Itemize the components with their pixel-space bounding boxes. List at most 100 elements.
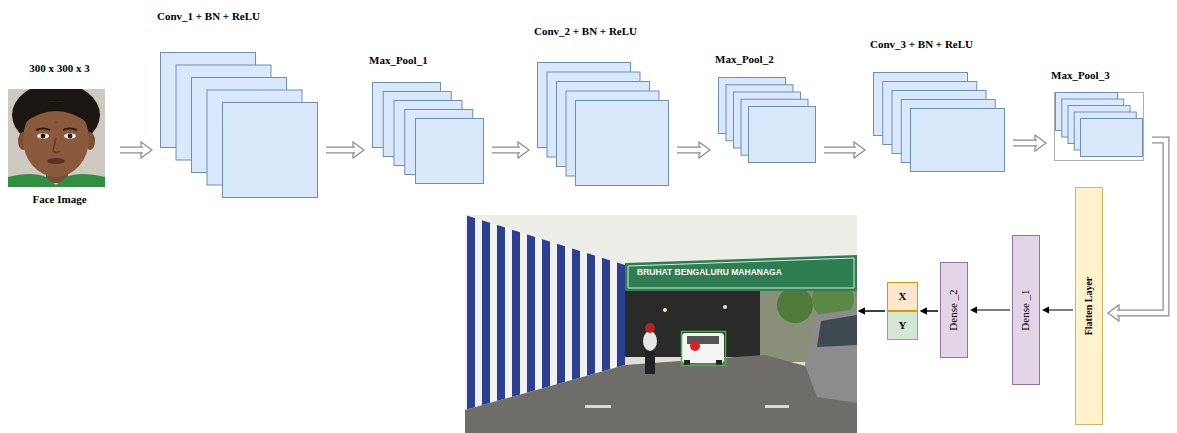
illustration-part (643, 331, 657, 351)
layer-label: Max_Pool_1 (369, 54, 428, 67)
illustration-part (777, 287, 813, 323)
arrow-connector (920, 308, 938, 315)
hollow-arrow (1108, 140, 1166, 321)
output-cell: Y (887, 311, 918, 340)
illustration-part (723, 305, 727, 309)
feature-map (1081, 119, 1143, 157)
arrow-shaft-inner (492, 148, 520, 153)
arrow-connector (858, 308, 885, 315)
road-photo (465, 215, 857, 433)
feature-map-stack (870, 38, 1007, 174)
wall-stripe (527, 215, 535, 415)
pool-block: Max_Pool_3 (1051, 69, 1146, 163)
wall-stripe (512, 215, 520, 415)
arrow-shaft (326, 147, 355, 154)
illustration-part (625, 291, 760, 357)
input-image: 300 x 300 x 3 Face Image (5, 62, 114, 210)
arrow-line (925, 311, 938, 312)
layer-label: Dense _1 (1019, 289, 1032, 330)
layer-label: Conv_2 + BN + ReLU (534, 25, 637, 38)
input-caption: Face Image (5, 193, 114, 206)
dense-layer: Dense _2 (940, 262, 968, 358)
feature-map (416, 119, 484, 184)
illustration-part (628, 258, 854, 288)
illustration-part (54, 120, 57, 123)
road-scene: BRUHAT BENGALURU MAHANAGA (465, 215, 857, 433)
arrow-shaft (1013, 140, 1037, 147)
arrow-connector (920, 308, 938, 315)
arrow-connector (858, 308, 885, 315)
arrow-shaft (492, 147, 520, 154)
arrow-shaft-inner (1013, 141, 1037, 146)
flatten-layer: Flatten Layer (1075, 187, 1103, 425)
illustration-part (817, 315, 857, 347)
arrow-line (863, 311, 885, 312)
feature-map-stack (157, 10, 320, 200)
illustration-part (41, 134, 46, 139)
layer-label: Max_Pool_2 (715, 53, 774, 66)
illustration-part (465, 215, 857, 433)
feature-map-stack (369, 54, 486, 186)
illustration-part (716, 360, 722, 365)
feature-map-stack (1051, 69, 1146, 163)
dense-layer: Dense _1 (1012, 235, 1040, 385)
layer-label: Flatten Layer (1083, 277, 1095, 336)
pool-block: Max_Pool_1 (369, 54, 486, 186)
layer-label: Max_Pool_3 (1051, 69, 1110, 82)
illustration-part (36, 129, 50, 131)
hollow-arrow (824, 142, 865, 158)
illustration-part (585, 405, 611, 408)
conv-block: Conv_3 + BN + ReLU (870, 38, 1007, 174)
layer-label: Conv_3 + BN + ReLU (870, 38, 973, 51)
arrow-shaft-inner (326, 148, 355, 153)
arrow-shaft (1117, 140, 1166, 313)
feature-map-stack (715, 53, 818, 165)
outline-frame (1055, 93, 1144, 161)
illustration-part (684, 360, 690, 365)
illustration-part (645, 323, 655, 333)
face-photo (8, 89, 105, 187)
feature-map (911, 109, 1005, 172)
output-label: X (899, 290, 907, 303)
hollow-arrow (677, 142, 710, 158)
feature-map (223, 103, 318, 198)
arrow-connector (1042, 307, 1073, 314)
illustration-part (63, 129, 77, 131)
pool-block: Max_Pool_2 (715, 53, 818, 165)
road-sign (625, 255, 857, 291)
arrow-shaft (120, 147, 143, 154)
illustration-part (68, 134, 73, 139)
side-car (805, 309, 857, 403)
illustration-part (47, 158, 65, 164)
gaze-point (690, 341, 700, 351)
illustration-part (23, 101, 89, 177)
arrow-line (863, 311, 885, 312)
hollow-arrow (326, 142, 364, 158)
arrow-line (1047, 310, 1073, 311)
layer-label: Dense _2 (947, 289, 960, 330)
conv-block: Conv_1 + BN + ReLU (157, 10, 320, 200)
hollow-arrow (1013, 135, 1046, 151)
wall-stripe (482, 215, 490, 415)
illustration-part (64, 133, 76, 139)
illustration-part (24, 101, 88, 123)
arrow-connector (970, 307, 1010, 314)
target-car (682, 333, 724, 363)
motorcycle (645, 350, 655, 374)
illustration-part (465, 355, 857, 433)
conv-block: Conv_2 + BN + ReLU (534, 25, 671, 188)
arrow-shaft-inner (120, 148, 143, 153)
feature-map (749, 107, 816, 163)
arrow-shaft (824, 147, 856, 154)
illustration-part (37, 133, 49, 139)
hollow-arrow (120, 142, 152, 158)
arrow-shaft (677, 147, 701, 154)
output-label: Y (899, 319, 907, 332)
illustration-part (8, 174, 105, 187)
wall-stripe (467, 215, 475, 415)
hollow-arrow (492, 142, 529, 158)
feature-map (576, 101, 669, 186)
arrow-shaft-inner (677, 148, 701, 153)
arrow-line (975, 310, 1010, 311)
input-size-label: 300 x 300 x 3 (5, 62, 114, 75)
